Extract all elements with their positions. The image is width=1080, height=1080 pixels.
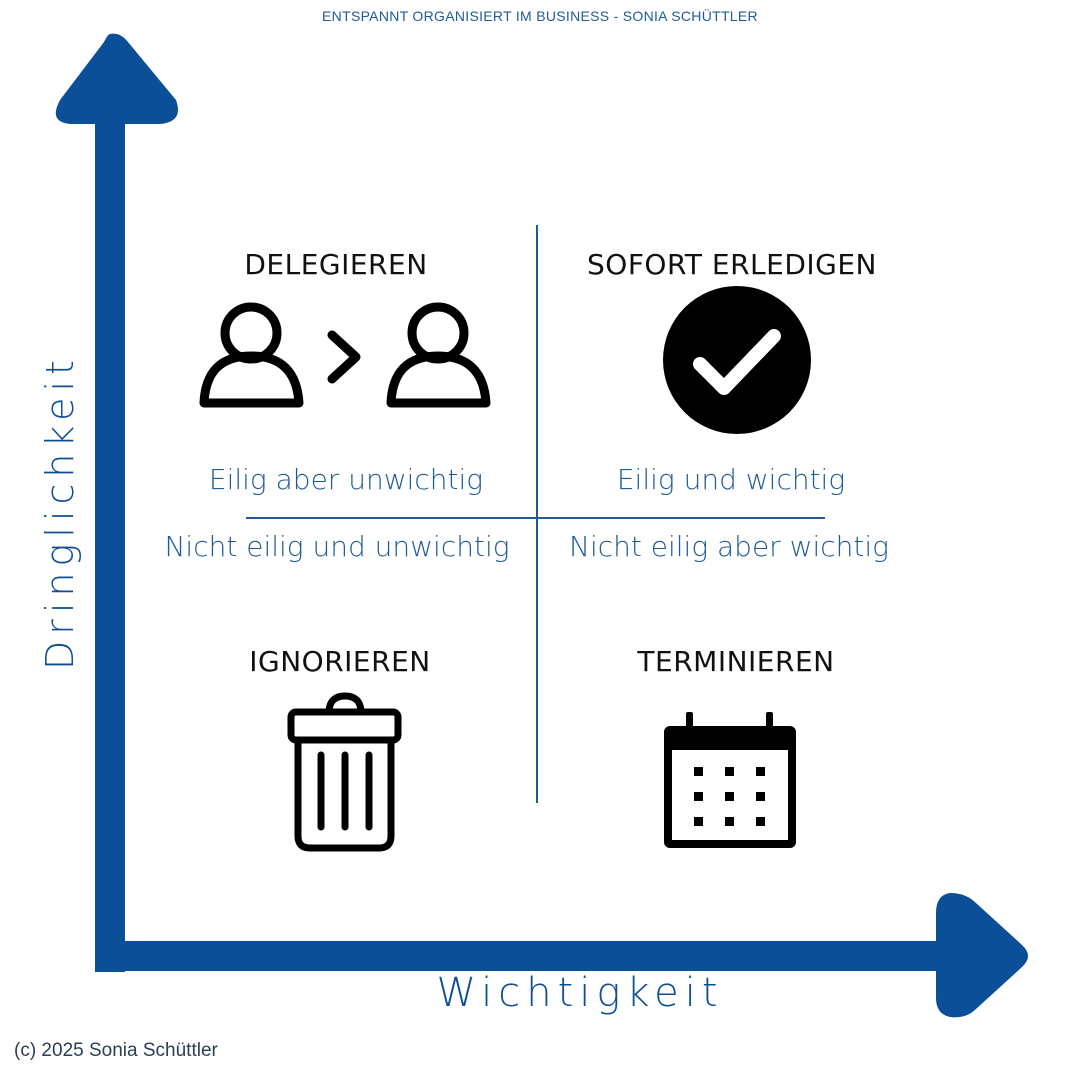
- quadrant-title-sofort-erledigen: SOFORT ERLEDIGEN: [587, 248, 877, 281]
- x-axis-line: [95, 941, 955, 971]
- calendar-icon: [664, 712, 796, 848]
- quadrant-label-eilig-und-wichtig: Eilig und wichtig: [616, 463, 846, 496]
- quadrant-title-ignorieren: IGNORIEREN: [249, 645, 431, 678]
- checkmark-circle-icon: [663, 286, 811, 434]
- y-axis-arrowhead: [55, 33, 178, 124]
- quadrant-label-eilig-aber-unwichtig: Eilig aber unwichtig: [208, 463, 484, 496]
- x-axis-arrowhead: [936, 893, 1028, 1018]
- y-axis-label: Dringlichkeit: [38, 354, 82, 670]
- delegate-people-icon: [199, 302, 491, 408]
- y-axis-line: [95, 110, 125, 972]
- trash-can-icon: [287, 692, 402, 852]
- quadrant-title-delegieren: DELEGIEREN: [244, 248, 428, 281]
- quadrant-label-nicht-eilig-aber-wichtig: Nicht eilig aber wichtig: [569, 530, 889, 563]
- quadrant-label-nicht-eilig-und-unwichtig: Nicht eilig und unwichtig: [164, 530, 510, 563]
- copyright-notice: (c) 2025 Sonia Schüttler: [14, 1040, 218, 1061]
- header-title: ENTSPANNT ORGANISIERT IM BUSINESS - SONI…: [322, 8, 758, 24]
- quadrant-title-terminieren: TERMINIEREN: [637, 645, 835, 678]
- x-axis-label: Wichtigkeit: [436, 970, 724, 1016]
